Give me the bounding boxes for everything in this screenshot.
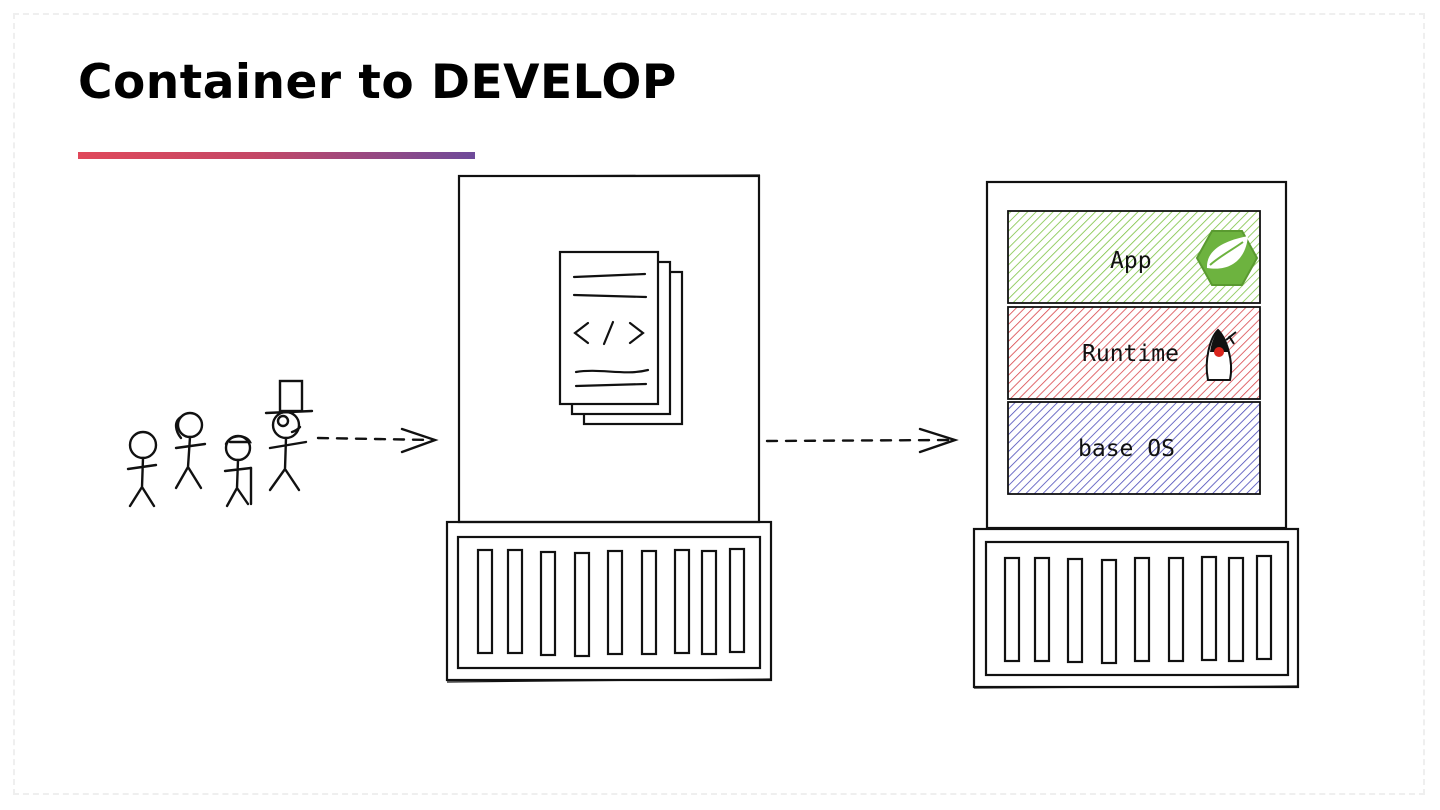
spring-leaf-icon bbox=[1195, 230, 1259, 286]
arrow-right-icon bbox=[765, 427, 959, 454]
development-container bbox=[445, 174, 773, 683]
layer-runtime-label: Runtime bbox=[1082, 341, 1179, 367]
layer-base-os: base OS bbox=[1007, 401, 1261, 495]
developers-group-icon bbox=[126, 379, 314, 508]
source-code-document-icon bbox=[558, 250, 684, 426]
layer-app: App bbox=[1007, 210, 1261, 304]
arrow-right-icon bbox=[316, 427, 439, 454]
container-base-icon bbox=[972, 527, 1300, 689]
java-duke-icon bbox=[1205, 328, 1237, 381]
image-container: App Runtime base OS bbox=[972, 180, 1300, 689]
layer-app-label: App bbox=[1110, 248, 1152, 274]
slide-title: Container to DEVELOP bbox=[78, 55, 677, 110]
layer-runtime: Runtime bbox=[1007, 306, 1261, 400]
layer-base-os-label: base OS bbox=[1078, 436, 1175, 462]
title-underline bbox=[78, 152, 475, 159]
slide-frame bbox=[13, 13, 1425, 795]
